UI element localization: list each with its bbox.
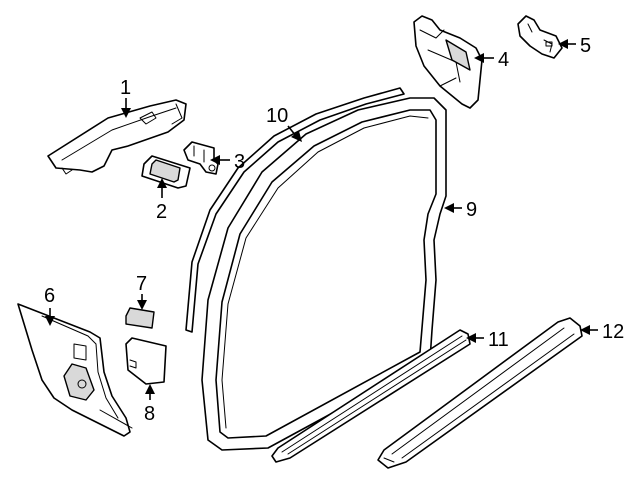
svg-text:3: 3: [234, 151, 245, 173]
svg-text:6: 6: [44, 285, 55, 307]
part-12-scuff-plate: [377, 317, 583, 469]
svg-text:4: 4: [498, 49, 509, 71]
callout-1: 1: [120, 77, 131, 118]
callout-6: 6: [44, 285, 55, 326]
part-3-clip: [183, 141, 219, 175]
callout-10: 10: [266, 105, 302, 142]
svg-text:8: 8: [144, 403, 155, 425]
svg-text:11: 11: [488, 329, 509, 351]
svg-text:5: 5: [580, 35, 591, 57]
part-5-bracket: [517, 15, 563, 59]
callout-5: 5: [558, 35, 591, 57]
callout-11: 11: [466, 329, 509, 351]
svg-text:7: 7: [136, 273, 147, 295]
svg-text:9: 9: [466, 199, 477, 221]
part-6-lower-trim: [17, 303, 133, 437]
svg-text:10: 10: [266, 105, 288, 127]
svg-text:12: 12: [602, 321, 624, 343]
svg-text:2: 2: [156, 201, 167, 223]
callout-4: 4: [474, 49, 509, 71]
part-10-roof-weatherstrip: [185, 87, 405, 333]
callout-7: 7: [136, 273, 147, 310]
part-4-bracket: [413, 15, 483, 109]
part-9-door-weatherstrip: [201, 97, 447, 451]
part-2-bezel: [141, 155, 191, 189]
callout-9: 9: [444, 199, 477, 221]
callout-12: 12: [580, 321, 624, 343]
callout-2: 2: [156, 178, 167, 223]
callout-8: 8: [144, 384, 155, 425]
callout-3: 3: [210, 151, 245, 173]
part-8-cover: [125, 337, 167, 385]
part-1-pillar-trim: [47, 99, 187, 175]
svg-text:1: 1: [120, 77, 131, 99]
part-7-pad: [125, 307, 155, 329]
